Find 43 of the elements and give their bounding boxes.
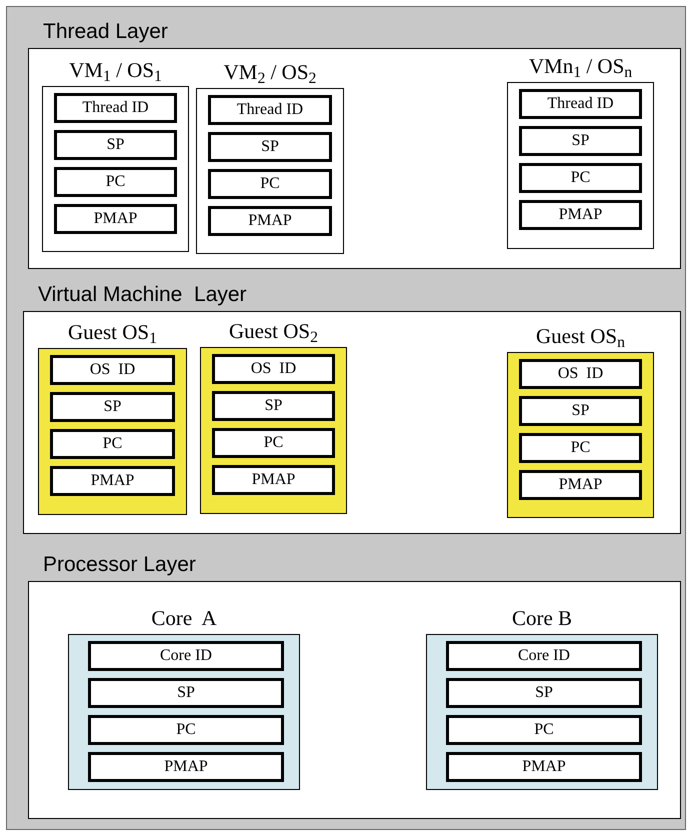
container-title: Guest OS$_{1}$ bbox=[67, 319, 158, 348]
field-box: PMAP bbox=[446, 752, 642, 782]
field-box: SP bbox=[50, 392, 175, 422]
container-title: Core A bbox=[150, 605, 218, 632]
container-title: VM$_{2}$ / OS$_{2}$ bbox=[222, 59, 318, 88]
layer-title: Virtual Machine Layer bbox=[38, 282, 247, 308]
field-box: PMAP bbox=[212, 465, 335, 495]
field-box: Core ID bbox=[446, 641, 642, 671]
field-box: PMAP bbox=[54, 204, 177, 234]
field-box: Thread ID bbox=[519, 89, 642, 119]
layer-title: Processor Layer bbox=[43, 552, 196, 578]
field-box: PC bbox=[50, 429, 175, 459]
field-box: OS ID bbox=[519, 359, 642, 389]
field-box: Thread ID bbox=[208, 95, 332, 125]
field-box: OS ID bbox=[212, 354, 335, 384]
field-box: Core ID bbox=[88, 641, 284, 671]
field-box: PMAP bbox=[519, 470, 642, 500]
field-box: PC bbox=[212, 428, 335, 458]
container-title: VM$_{1}$ / OS$_{1}$ bbox=[68, 57, 163, 86]
field-box: PC bbox=[519, 433, 642, 463]
field-box: PMAP bbox=[88, 752, 284, 782]
field-box: SP bbox=[446, 678, 642, 708]
container-title: Guest OS$_{2}$ bbox=[228, 318, 319, 348]
field-box: Thread ID bbox=[54, 93, 177, 123]
container-title: Guest OS$_{n}$ bbox=[535, 323, 626, 352]
field-box: SP bbox=[208, 132, 332, 162]
layer-title: Thread Layer bbox=[43, 19, 168, 45]
field-box: PMAP bbox=[208, 206, 332, 236]
field-box: SP bbox=[519, 126, 642, 156]
field-box: SP bbox=[519, 396, 642, 426]
field-box: PC bbox=[208, 169, 332, 199]
field-box: OS ID bbox=[50, 355, 175, 385]
container-title: VMn$_{1}$ / OS$_{n}$ bbox=[528, 53, 634, 82]
field-box: PC bbox=[54, 167, 177, 197]
field-box: SP bbox=[212, 391, 335, 421]
field-box: PC bbox=[519, 163, 642, 193]
container-title: Core B bbox=[510, 605, 574, 632]
field-box: SP bbox=[88, 678, 284, 708]
field-box: PC bbox=[88, 715, 284, 745]
field-box: PMAP bbox=[50, 466, 175, 496]
field-box: PC bbox=[446, 715, 642, 745]
field-box: PMAP bbox=[519, 200, 642, 230]
field-box: SP bbox=[54, 130, 177, 160]
